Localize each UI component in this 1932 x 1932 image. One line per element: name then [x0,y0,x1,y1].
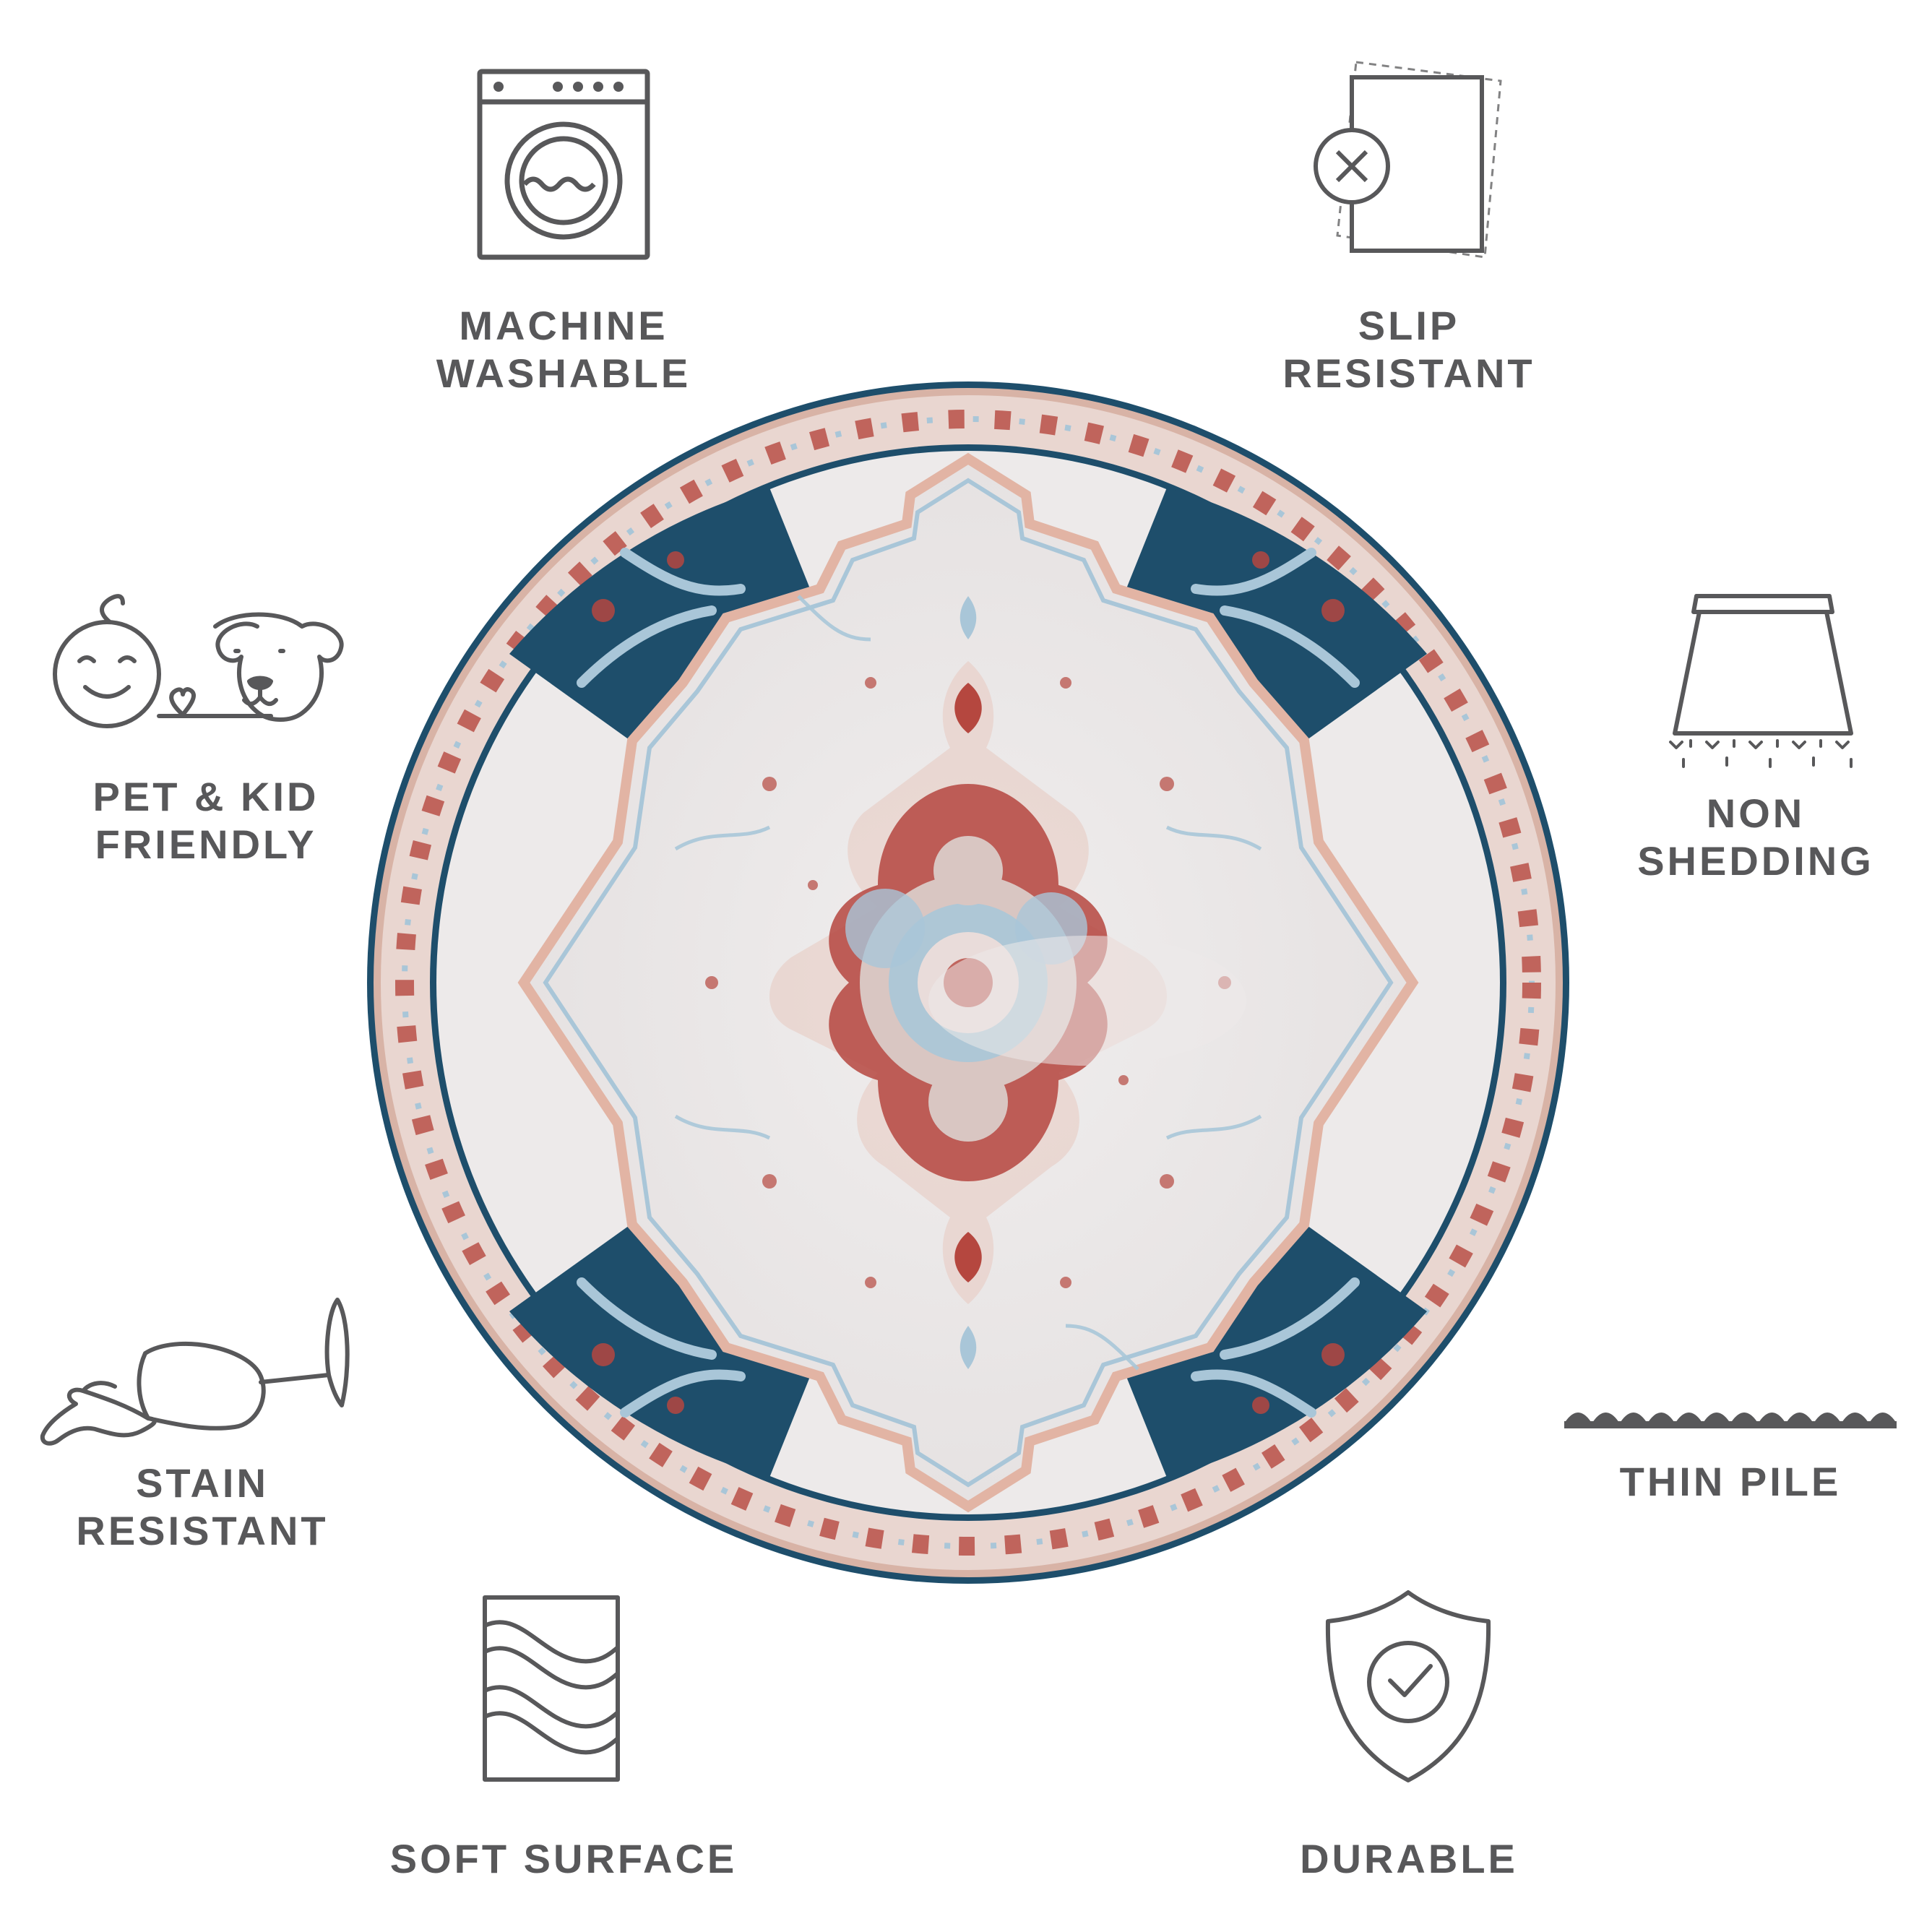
machine-washable-label: MACHINE WASHABLE [419,302,708,397]
pile-scallop [1649,1413,1674,1421]
label-line: STAIN [136,1460,269,1506]
pile-scallop [1621,1413,1646,1421]
washing-machine-icon [477,69,650,260]
pile-scallop [1732,1413,1757,1421]
label-line: DURABLE [1300,1836,1518,1881]
label-line: PET & KID [92,774,319,819]
label-line: SLIP [1358,303,1460,348]
pile-scallop [1842,1413,1868,1421]
pet-kid-friendly-label: PET & KID FRIENDLY [61,773,350,868]
label-line: RESISTANT [1282,350,1535,396]
pile-scallop [1593,1413,1618,1421]
thin-pile-icon [1564,1405,1897,1430]
pile-scallop [1815,1413,1840,1421]
non-slip-mat-icon [1311,58,1506,260]
wavy-surface-icon [483,1595,620,1782]
shield-check-icon [1324,1590,1493,1783]
durable-label: DURABLE [1264,1835,1553,1883]
pile-scallop [1676,1413,1702,1421]
round-rug-image [365,379,1571,1586]
label-line: NON [1706,790,1806,836]
pile-scallop [1704,1413,1729,1421]
spilled-glass-icon [40,1297,350,1452]
label-line: SHEDDING [1637,838,1874,884]
soft-surface-label: SOFT SURFACE [383,1835,744,1883]
pile-scallop [1870,1413,1895,1421]
pile-scallop [1759,1413,1785,1421]
slip-resistant-label: SLIP RESISTANT [1264,302,1553,397]
pile-scallop [1787,1413,1812,1421]
label-line: THIN PILE [1619,1459,1842,1504]
label-line: FRIENDLY [95,821,317,867]
shedding-rug-icon [1662,589,1864,773]
label-line: WASHABLE [436,350,691,396]
thin-pile-label: THIN PILE [1586,1458,1875,1506]
stain-resistant-label: STAIN RESISTANT [58,1459,347,1555]
label-line: MACHINE [459,303,668,348]
label-line: RESISTANT [76,1508,329,1553]
non-shedding-label: NON SHEDDING [1611,790,1900,885]
baby-and-dog-icon [51,589,358,733]
label-line: SOFT SURFACE [389,1836,738,1881]
pile-scallop [1566,1413,1591,1421]
